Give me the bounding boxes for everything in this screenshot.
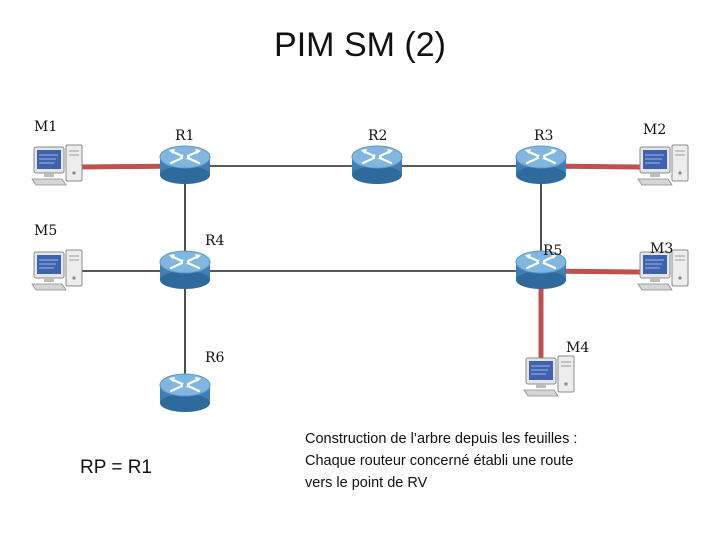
caption-line: Chaque routeur concerné établi une route bbox=[305, 453, 574, 469]
m1-label: M1 bbox=[34, 119, 57, 135]
r2-router-icon bbox=[350, 144, 404, 186]
r5-label: R5 bbox=[543, 243, 562, 259]
rp-note: RP = R1 bbox=[80, 457, 152, 478]
r3-router-icon bbox=[514, 144, 568, 186]
r2-label: R2 bbox=[368, 128, 387, 144]
r6-router-icon bbox=[158, 372, 212, 414]
m2-label: M2 bbox=[643, 122, 666, 138]
caption-line: vers le point de RV bbox=[305, 475, 428, 491]
r1-label: R1 bbox=[175, 128, 194, 144]
caption: Construction de l’arbre depuis les feuil… bbox=[305, 428, 665, 494]
m1-computer-icon bbox=[31, 144, 83, 186]
m4-computer-icon bbox=[523, 355, 575, 397]
m5-label: M5 bbox=[34, 223, 57, 239]
m4-label: M4 bbox=[566, 340, 589, 356]
r4-label: R4 bbox=[205, 233, 225, 249]
r1-router-icon bbox=[158, 144, 212, 186]
nodes-layer bbox=[31, 144, 689, 414]
caption-line: Construction de l’arbre depuis les feuil… bbox=[305, 431, 578, 447]
r6-label: R6 bbox=[205, 350, 225, 366]
m2-computer-icon bbox=[637, 144, 689, 186]
r3-label: R3 bbox=[534, 128, 553, 144]
m5-computer-icon bbox=[31, 249, 83, 291]
r4-router-icon bbox=[158, 249, 212, 291]
m3-label: M3 bbox=[650, 241, 673, 257]
slide-title: PIM SM (2) bbox=[274, 26, 446, 64]
